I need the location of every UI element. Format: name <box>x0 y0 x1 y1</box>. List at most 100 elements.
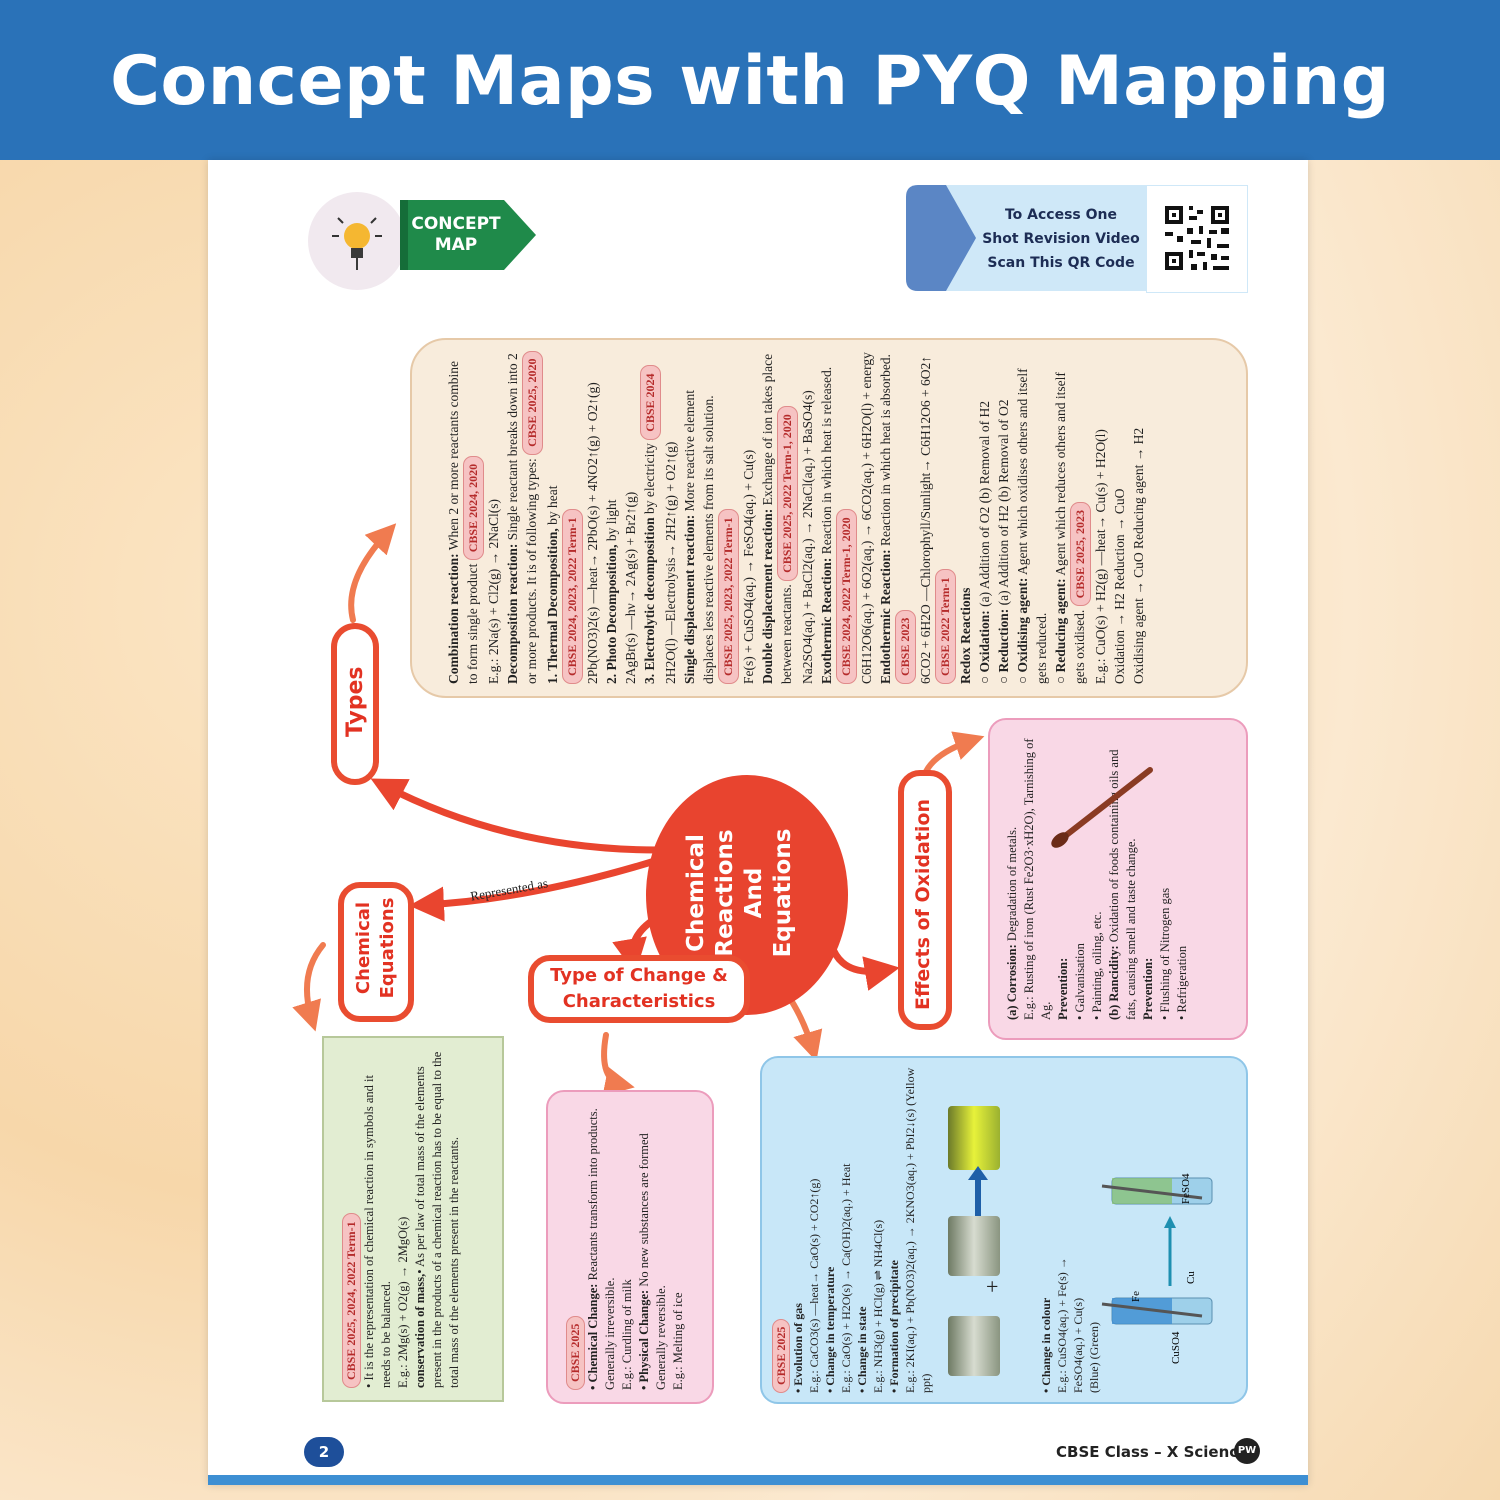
card-line: • Formation of precipitate <box>886 1063 902 1393</box>
card-line-bold: • Change in temperature <box>823 1266 837 1393</box>
card-line-bold: Prevention: <box>1141 957 1155 1020</box>
card-line-bold: ○ Oxidation: <box>977 610 992 684</box>
card-line: E.g.: 2Na(s) + Cl2(g) → 2NaCl(s) <box>484 348 503 684</box>
qr-code-icon[interactable] <box>1146 185 1248 293</box>
pyq-badge: CBSE 2025, 2024, 2022 Term-1 <box>342 1213 361 1388</box>
pw-logo-icon: PW <box>1234 1438 1260 1464</box>
card-line-bold: 2. Photo Decomposition, <box>604 544 619 685</box>
card-line: Double displacement reaction: Exchange o… <box>758 348 798 684</box>
card-line-text: No new substances are formed <box>637 1133 651 1290</box>
card-line-bold: (b) Rancidity: <box>1107 945 1121 1020</box>
card-line: ○ Oxidation: (a) Addition of O2 (b) Remo… <box>975 348 994 684</box>
chemical-equations-card: CBSE 2025, 2024, 2022 Term-1• It is the … <box>322 1036 504 1402</box>
card-line: E.g.: Melting of ice <box>670 1105 687 1390</box>
test-tube-photo-2 <box>948 1216 1000 1276</box>
book-page: CONCEPT MAP To Access One Shot Revision … <box>208 160 1308 1485</box>
card-line: • Change in state <box>854 1063 870 1393</box>
card-line-bold: ○ Reduction: <box>996 608 1011 684</box>
qr-prompt-line: Shot Revision Video <box>982 231 1140 247</box>
card-line: conservation of mass,• As per law of tot… <box>412 1048 463 1388</box>
types-node[interactable]: Types <box>331 623 379 785</box>
card-line-bold: • Formation of precipitate <box>887 1260 901 1393</box>
card-line-text: E.g.: CuO(s) + H2(g) —heat→ Cu(s) + H2O(… <box>1093 429 1108 684</box>
card-line: • Evolution of gas <box>790 1063 806 1393</box>
card-line-bold: Exothermic Reaction: <box>819 557 834 684</box>
pyq-badge: CBSE 2025, 2022 Term-1, 2020 <box>777 406 798 581</box>
fe-label: Fe <box>1130 1291 1142 1302</box>
card-line-text: E.g.: 2Mg(s) + O2(g) → 2MgO(s) <box>396 1216 410 1388</box>
effects-of-oxidation-node[interactable]: Effects of Oxidation <box>898 770 952 1030</box>
badge-row: CBSE 2025 <box>772 1063 790 1393</box>
types-node-label: Types <box>343 666 368 737</box>
badge-row: CBSE 2025 <box>566 1105 585 1390</box>
card-line: • It is the representation of chemical r… <box>361 1048 395 1388</box>
card-line-bold: Double displacement reaction: <box>760 508 775 684</box>
card-line-text: E.g.: NH3(g) + HCl(g) ⇌ NH4Cl(s) <box>871 1219 885 1393</box>
card-line-text: by light <box>604 499 619 545</box>
card-line-bold: Endothermic Reaction: <box>878 549 893 684</box>
card-line-text: E.g.: CaCO3(s) —heat→ CaO(s) + CO2↑(g) <box>807 1178 821 1393</box>
pyq-badge: CBSE 2025 <box>566 1315 585 1390</box>
card-line-bold: • Change in colour <box>1039 1297 1053 1393</box>
card-line-text: • It is the representation of chemical r… <box>362 1075 393 1388</box>
card-line: Endothermic Reaction: Reaction in which … <box>876 348 916 684</box>
badge-row: CBSE 2025, 2024, 2022 Term-1 <box>342 1048 361 1388</box>
banner-title: Concept Maps with PYQ Mapping <box>110 42 1390 121</box>
card-line: ○ Oxidising agent: Agent which oxidises … <box>1013 348 1051 684</box>
pyq-badge: CBSE 2024, 2022 Term-1, 2020 <box>836 509 857 684</box>
card-line-text: 2AgBr(s) —hν→ 2Ag(s) + Br2↑(g) <box>623 491 638 684</box>
card-line-text: E.g.: Curdling of milk <box>620 1279 634 1390</box>
card-line: E.g.: NH3(g) + HCl(g) ⇌ NH4Cl(s) <box>870 1063 886 1393</box>
card-line-bold: Combination reaction: <box>446 553 461 684</box>
iron-nail-experiment-diagram <box>1101 1177 1213 1325</box>
pyq-badge: CBSE 2024, 2020 <box>463 455 484 561</box>
card-line-text: 2Pb(NO3)2(s) —heat→ 2PbO(s) + 4NO2↑(g) +… <box>585 382 600 684</box>
card-line-bold: • Physical Change: <box>637 1289 651 1390</box>
card-line-text: 2H2O(l) —Electrolysis→ 2H2↑(g) + O2↑(g) <box>663 441 678 684</box>
banner: Concept Maps with PYQ Mapping <box>0 0 1500 160</box>
card-line: • Physical Change: No new substances are… <box>636 1105 653 1390</box>
test-tube-photo-1 <box>948 1316 1000 1376</box>
chemical-equations-line: Chemical <box>353 901 374 995</box>
card-line: • Chemical Change: Reactants transform i… <box>585 1105 619 1390</box>
card-line: E.g.: Curdling of milk <box>619 1105 636 1390</box>
types-card: Combination reaction: When 2 or more rea… <box>410 338 1248 698</box>
qr-callout: To Access One Shot Revision Video Scan T… <box>906 185 1248 293</box>
card-line-bold: Single displacement reaction: <box>682 514 697 684</box>
chemical-equations-node[interactable]: Chemical Equations <box>338 882 414 1022</box>
type-of-change-node[interactable]: Type of Change & Characteristics <box>528 955 750 1023</box>
card-line: E.g.: CuO(s) + H2(g) —heat→ Cu(s) + H2O(… <box>1091 348 1110 684</box>
card-line-bold: Redox Reactions <box>958 587 973 684</box>
pyq-badge: CBSE 2022 Term-1 <box>935 569 956 684</box>
type-of-change-card: CBSE 2025• Chemical Change: Reactants tr… <box>546 1090 714 1404</box>
card-line: 2AgBr(s) —hν→ 2Ag(s) + Br2↑(g) <box>621 348 640 684</box>
card-line-text: Generally reversible. <box>654 1285 668 1390</box>
concept-map-tag: CONCEPT MAP <box>400 198 536 272</box>
card-line: Decomposition reaction: Single reactant … <box>503 348 543 684</box>
card-line: Fe(s) + CuSO4(aq.) → FeSO4(aq.) + Cu(s) <box>739 348 758 684</box>
card-line-bold: 3. Electrolytic decomposition <box>642 517 657 684</box>
card-line-bold: conservation of mass, <box>413 1273 427 1388</box>
card-line-text: 6CO2 + 6H2O —Chlorophyll/Sunlight→ C6H12… <box>918 356 933 684</box>
card-line-bold: ○ Oxidising agent: <box>1015 577 1030 684</box>
pyq-badge: CBSE 2025, 2023, 2022 Term-1 <box>718 509 739 684</box>
page-bottom-strip <box>208 1475 1308 1485</box>
qr-prompt: To Access One Shot Revision Video Scan T… <box>976 203 1146 275</box>
card-line-bold: • Evolution of gas <box>791 1303 805 1393</box>
card-line-bold: ○ Reducing agent: <box>1053 578 1068 684</box>
card-line: 6CO2 + 6H2O —Chlorophyll/Sunlight→ C6H12… <box>916 348 956 684</box>
card-line-text: E.g.: CaO(s) + H2O(s) → Ca(OH)2(aq.) + H… <box>839 1163 853 1393</box>
pyq-badge: CBSE 2025, 2020 <box>522 350 543 455</box>
card-line: E.g.: 2Mg(s) + O2(g) → 2MgO(s) <box>395 1048 412 1388</box>
concept-tag-line1: CONCEPT <box>411 214 501 234</box>
card-line-bold: • Change in state <box>855 1306 869 1393</box>
card-line-text: • Flushing of Nitrogen gas <box>1158 887 1172 1020</box>
qr-prompt-line: Scan This QR Code <box>987 255 1135 271</box>
card-line-text: E.g.: Melting of ice <box>671 1292 685 1390</box>
pyq-badge: CBSE 2025 <box>772 1318 790 1393</box>
card-line-text: • Galvanisation <box>1073 943 1087 1020</box>
card-line-text: Fe(s) + CuSO4(aq.) → FeSO4(aq.) + Cu(s) <box>741 449 756 684</box>
rusted-nail-image <box>1051 767 1153 848</box>
pyq-badge: CBSE 2023 <box>895 609 916 684</box>
card-line-text: E.g.: Rusting of iron (Rust Fe2O3·xH2O),… <box>1022 738 1053 1020</box>
